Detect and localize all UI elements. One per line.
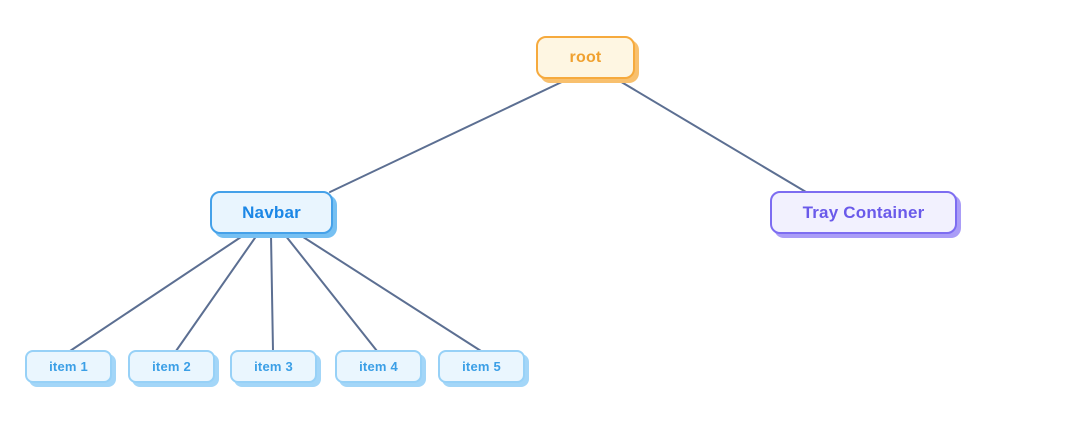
- edge-root-tray: [617, 79, 807, 193]
- edge-navbar-item3: [270, 234, 274, 352]
- node-tray-container[interactable]: Tray Container: [770, 191, 957, 234]
- node-item-4-label: item 4: [359, 359, 398, 374]
- node-navbar[interactable]: Navbar: [210, 191, 333, 234]
- edge-root-navbar: [329, 79, 567, 193]
- edge-navbar-item4: [284, 234, 378, 352]
- node-item-2-label: item 2: [152, 359, 191, 374]
- edge-navbar-item5: [299, 234, 482, 352]
- node-root[interactable]: root: [536, 36, 635, 79]
- node-item-4[interactable]: item 4: [335, 350, 422, 383]
- node-item-1-label: item 1: [49, 359, 88, 374]
- node-tray-container-label: Tray Container: [802, 202, 925, 222]
- edge-navbar-item2: [175, 234, 258, 352]
- node-item-3[interactable]: item 3: [230, 350, 317, 383]
- node-item-2[interactable]: item 2: [128, 350, 215, 383]
- node-root-label: root: [569, 48, 602, 66]
- node-item-5-label: item 5: [462, 359, 501, 374]
- node-item-1[interactable]: item 1: [25, 350, 112, 383]
- edge-navbar-item1: [69, 234, 245, 352]
- node-navbar-label: Navbar: [242, 202, 301, 222]
- node-item-5[interactable]: item 5: [438, 350, 525, 383]
- node-item-3-label: item 3: [254, 359, 293, 374]
